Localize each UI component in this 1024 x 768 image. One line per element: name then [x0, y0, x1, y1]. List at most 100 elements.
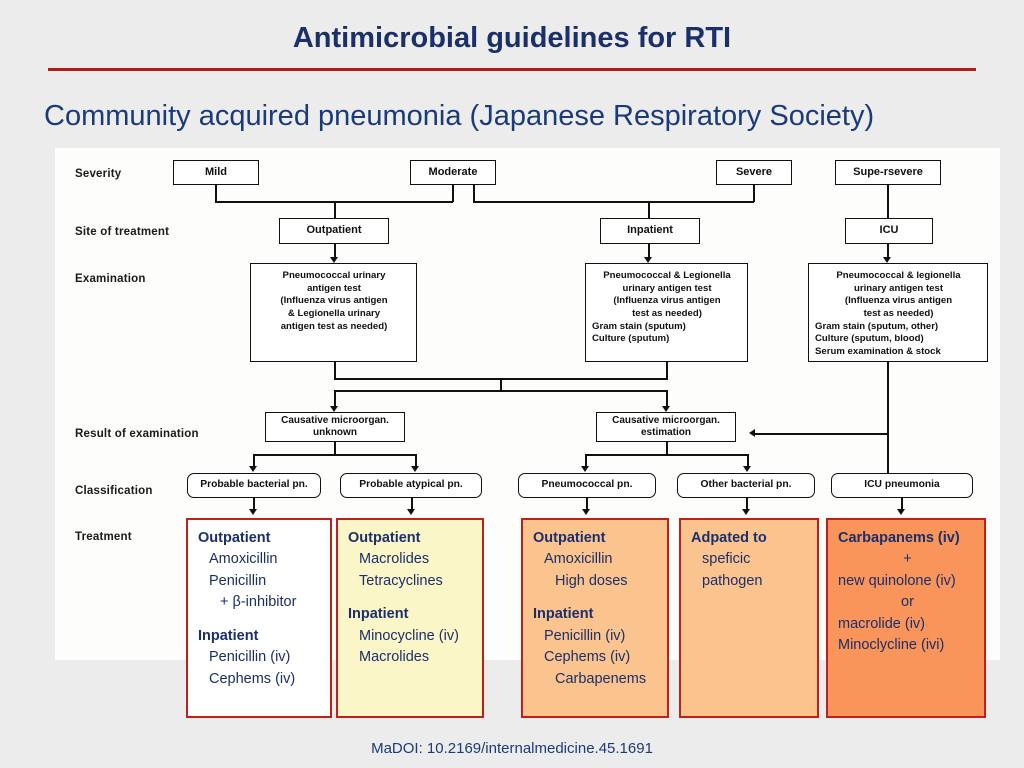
arrow-probable-atypical: [411, 466, 419, 472]
page-subtitle: Community acquired pneumonia (Japanese R…: [44, 100, 875, 132]
examination-box-inpatient[interactable]: Pneumococcal & Legionella urinary antige…: [585, 263, 748, 362]
arrow-icu-to-estimation: [749, 429, 755, 437]
treatment-line: Cephems (iv): [209, 670, 296, 687]
treatment-line: Inpatient: [348, 606, 409, 623]
connector-icu-exam-down: [887, 362, 889, 494]
treatment-card-other-bacterial[interactable]: Adpated to speficic pathogen: [679, 518, 819, 718]
treatment-line: Inpatient: [533, 606, 594, 623]
treatment-line: or: [901, 594, 914, 611]
result-line: estimation: [640, 427, 691, 438]
treatment-line: Amoxicillin: [544, 551, 613, 568]
row-label-result: Result of examination: [75, 428, 199, 440]
exam-line: Pneumococcal & legionella: [836, 270, 961, 281]
treatment-line: macrolide (iv): [838, 615, 926, 632]
classification-box-other-bacterial[interactable]: Other bacterial pn.: [677, 473, 815, 498]
exam-line: urinary antigen test: [622, 282, 712, 294]
result-line: unknown: [313, 427, 357, 438]
connector-moderate-down-left: [452, 185, 454, 202]
connector-unknown-down: [334, 442, 336, 455]
treatment-line: Outpatient: [348, 530, 421, 546]
title-divider: [48, 68, 976, 71]
connector-unknown-split: [253, 454, 416, 456]
exam-line: Culture (sputum): [592, 333, 670, 345]
treatment-line: Adpated to: [691, 530, 767, 546]
arrow-probable-bacterial: [249, 466, 257, 472]
row-label-site: Site of treatment: [75, 226, 170, 238]
exam-line: antigen test: [307, 282, 361, 294]
treatment-card-probable-bacterial[interactable]: Outpatient Amoxicillin Penicillin + β-in…: [186, 518, 332, 718]
connector-icu-exam: [887, 244, 889, 259]
arrow-class5-treat: [897, 509, 905, 515]
arrow-other-bacterial: [743, 466, 751, 472]
arrow-inpatient-exam: [644, 257, 652, 263]
connector-result-right-down: [666, 390, 668, 409]
connector-moderate-down-right: [473, 185, 475, 202]
site-box-outpatient[interactable]: Outpatient: [279, 218, 389, 244]
site-box-inpatient[interactable]: Inpatient: [600, 218, 700, 244]
classification-box-icu-pneumonia[interactable]: ICU pneumonia: [831, 473, 973, 498]
arrow-class1-treat: [249, 509, 257, 515]
treatment-line: High doses: [555, 572, 628, 589]
examination-box-outpatient[interactable]: Pneumococcal urinary antigen test (Influ…: [250, 263, 417, 362]
connector-result-split: [334, 390, 668, 392]
exam-line: Serum examination & stock: [815, 345, 941, 357]
connector-icu-to-estimation: [755, 433, 888, 435]
treatment-card-probable-atypical[interactable]: Outpatient Macrolides Tetracyclines Inpa…: [336, 518, 484, 718]
severity-box-severe[interactable]: Severe: [716, 160, 792, 185]
connector-class2-treat: [411, 498, 413, 511]
connector-inpatient-stem: [648, 201, 650, 219]
row-label-severity: Severity: [75, 168, 122, 180]
exam-line: (Influenza virus antigen: [280, 295, 388, 307]
connector-estimation-left: [585, 454, 587, 468]
classification-box-probable-atypical[interactable]: Probable atypical pn.: [340, 473, 482, 498]
exam-line: Gram stain (sputum): [592, 320, 686, 332]
result-box-unknown[interactable]: Causative microorgan. unknown: [265, 412, 405, 442]
severity-box-mild[interactable]: Mild: [173, 160, 259, 185]
site-box-icu[interactable]: ICU: [845, 218, 933, 244]
connector-exam-out-down: [334, 362, 336, 379]
treatment-line: Penicillin: [209, 572, 267, 589]
connector-outpatient-stem: [334, 201, 336, 219]
treatment-line: Amoxicillin: [209, 551, 278, 568]
exam-line: & Legionella urinary: [287, 307, 381, 319]
exam-line: test as needed): [863, 307, 934, 319]
treatment-line: Outpatient: [533, 530, 606, 546]
arrow-class4-treat: [742, 509, 750, 515]
exam-line: (Influenza virus antigen: [613, 295, 721, 307]
arrow-class2-treat: [407, 509, 415, 515]
severity-box-moderate[interactable]: Moderate: [410, 160, 496, 185]
connector-inpatient-exam: [648, 244, 650, 259]
treatment-card-icu-pneumonia[interactable]: Carbapanems (iv) + new quinolone (iv) or…: [826, 518, 986, 718]
connector-outpatient-exam: [334, 244, 336, 259]
result-line: Causative microorgan.: [281, 414, 389, 426]
result-line: Causative microorgan.: [612, 414, 720, 426]
row-label-classification: Classification: [75, 485, 153, 497]
connector-severe-down: [753, 185, 755, 202]
treatment-line: + β-inhibitor: [220, 594, 297, 611]
treatment-line: speficic: [702, 551, 751, 568]
classification-box-pneumococcal[interactable]: Pneumococcal pn.: [518, 473, 656, 498]
connector-mild-down: [215, 185, 217, 202]
treatment-line: Carbapenems: [555, 670, 647, 687]
treatment-card-pneumococcal[interactable]: Outpatient Amoxicillin High doses Inpati…: [521, 518, 669, 718]
connector-result-left-down: [334, 390, 336, 409]
result-box-estimation[interactable]: Causative microorgan. estimation: [596, 412, 736, 442]
classification-box-probable-bacterial[interactable]: Probable bacterial pn.: [187, 473, 321, 498]
arrow-icu-exam: [883, 257, 891, 263]
arrow-outpatient-exam: [330, 257, 338, 263]
connector-supersevere-down: [887, 185, 889, 219]
treatment-spacer: [533, 592, 660, 604]
exam-line: Gram stain (sputum, other): [815, 320, 939, 332]
examination-box-icu[interactable]: Pneumococcal & legionella urinary antige…: [808, 263, 988, 362]
exam-line: Culture (sputum, blood): [815, 333, 924, 345]
severity-box-supersevere[interactable]: Supe-rsevere: [835, 160, 941, 185]
treatment-line: Inpatient: [198, 627, 259, 644]
connector-class5-treat: [901, 498, 903, 511]
treatment-line: Penicillin (iv): [544, 627, 626, 644]
arrow-result-estimation: [662, 406, 670, 412]
row-label-treatment: Treatment: [75, 531, 132, 543]
treatment-line: Macrolides: [359, 649, 430, 666]
connector-class3-treat: [586, 498, 588, 511]
treatment-line: pathogen: [702, 572, 763, 589]
